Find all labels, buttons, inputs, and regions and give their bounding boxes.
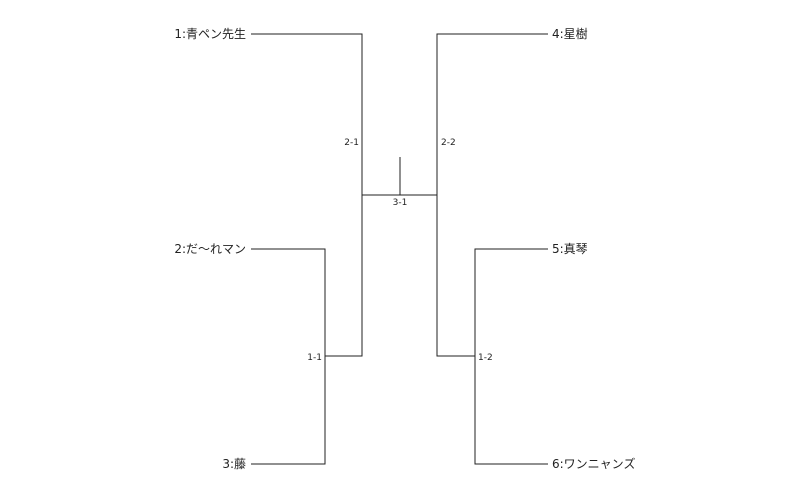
match-label-1-1: 1-1 — [307, 353, 322, 363]
bracket-line-match-1-2 — [436, 195, 475, 357]
player-6-label: 6:ワンニャンズ — [552, 456, 635, 471]
bracket-line-player-1 — [251, 33, 363, 195]
player-4-label: 4:星樹 — [552, 27, 588, 41]
match-label-3-1: 3-1 — [393, 198, 408, 208]
player-5-label: 5:真琴 — [552, 242, 588, 256]
bracket-line-match-1-1 — [325, 195, 363, 357]
bracket-line-player-2 — [251, 248, 326, 356]
player-2-label: 2:だ〜れマン — [174, 242, 246, 256]
player-3-label: 3:藤 — [222, 457, 246, 471]
bracket-line-player-3 — [251, 356, 326, 465]
bracket-line-player-4 — [436, 33, 548, 195]
match-label-2-1: 2-1 — [344, 138, 359, 148]
bracket-line-player-5 — [474, 248, 548, 356]
match-label-1-2: 1-2 — [478, 353, 493, 363]
player-1-label: 1:青ペン先生 — [174, 27, 246, 41]
bracket-line-player-6 — [474, 356, 548, 465]
match-label-2-2: 2-2 — [441, 138, 456, 148]
